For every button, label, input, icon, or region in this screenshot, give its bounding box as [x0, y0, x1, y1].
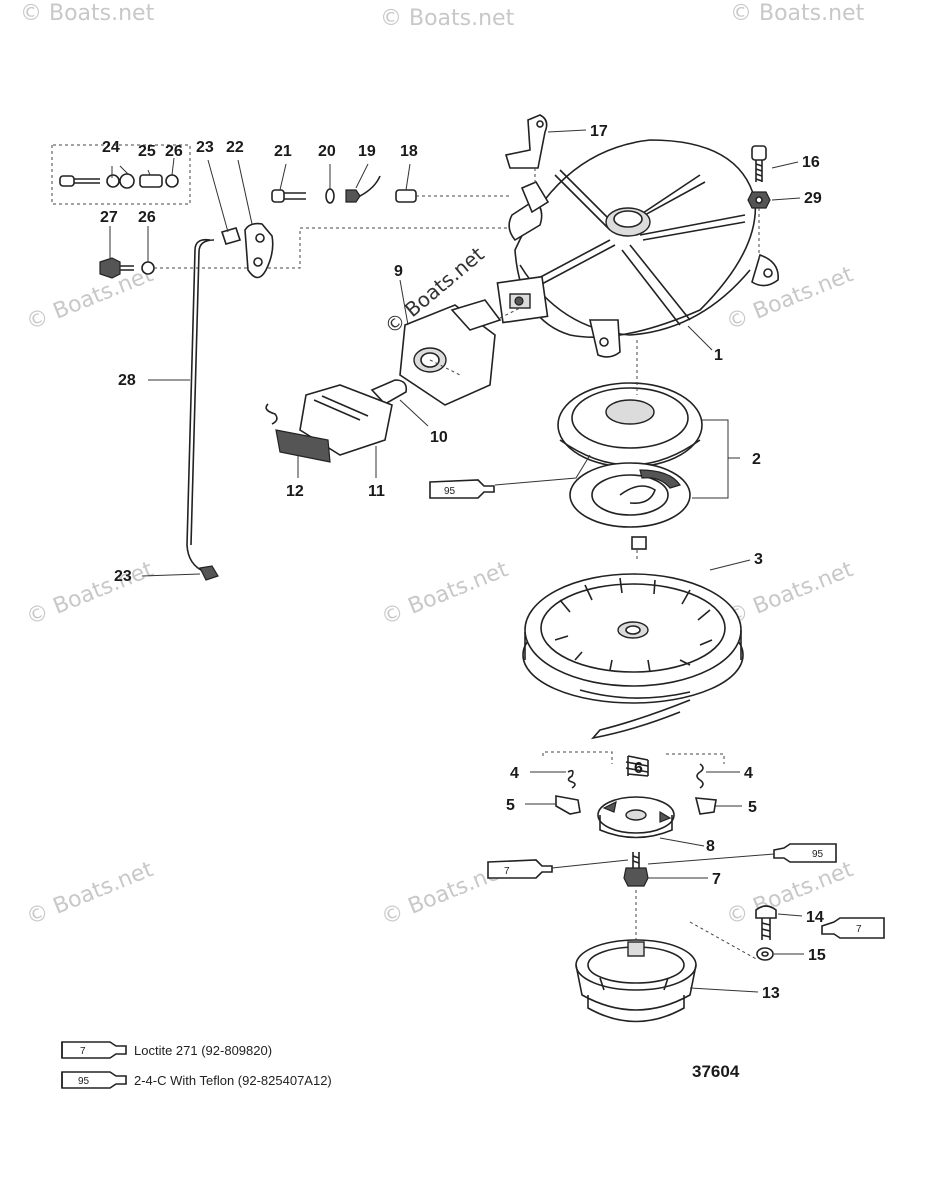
- tube-95-right-label: 95: [812, 849, 824, 860]
- part-12-lanyard-clip: [265, 403, 331, 463]
- diagram-number: 37604: [692, 1062, 740, 1081]
- legend-tube-7-label: 7: [80, 1046, 86, 1057]
- legend-item-2-4-c: 95 2-4-C With Teflon (92-825407A12): [61, 1071, 332, 1089]
- part-3-pulley: [522, 550, 744, 740]
- callout-23-bottom: 23: [114, 568, 132, 585]
- part-17-lever: [504, 114, 550, 214]
- part-24-26-kit: [51, 144, 191, 205]
- legend-2-4-c-text: 2-4-C With Teflon (92-825407A12): [134, 1073, 332, 1088]
- callout-5-right: 5: [748, 799, 757, 816]
- part-9-switch: [399, 299, 521, 406]
- legend-item-loctite: 7 Loctite 271 (92-809820): [61, 1041, 272, 1059]
- part-27-screw: [99, 227, 508, 279]
- part-6-center-spring: [625, 755, 649, 777]
- callout-12: 12: [286, 483, 304, 500]
- tube-95-right: 95: [773, 843, 837, 863]
- callout-27: 27: [100, 209, 118, 226]
- callout-2: 2: [752, 451, 761, 468]
- callout-22: 22: [226, 139, 244, 156]
- watermarks: © Boats.net © Boats.net © Boats.net © Bo…: [20, 1, 865, 931]
- part-23-clip: [220, 227, 242, 245]
- callout-1: 1: [714, 347, 723, 364]
- callout-21: 21: [274, 143, 292, 160]
- callout-17: 17: [590, 123, 608, 140]
- part-2-rewind-spring: [557, 340, 703, 550]
- callout-15: 15: [808, 947, 826, 964]
- part-4-spring-left: [567, 769, 576, 789]
- part-5-pawl-right: [694, 797, 717, 815]
- callout-26-top: 26: [165, 143, 183, 160]
- watermark: © Boats.net: [723, 557, 857, 631]
- watermark: © Boats.net: [378, 557, 512, 631]
- watermark: © Boats.net: [730, 1, 865, 26]
- tube-95-left-label: 95: [444, 486, 456, 497]
- leader-lines: [109, 129, 804, 993]
- part-16-bolt: [751, 145, 767, 182]
- callout-29: 29: [804, 190, 822, 207]
- watermark: © Boats.net: [723, 262, 857, 336]
- part-5-pawl-left: [555, 795, 581, 815]
- callout-11: 11: [368, 483, 385, 500]
- part-1-starter-housing: [496, 139, 779, 358]
- callout-19: 19: [358, 143, 376, 160]
- callout-24: 24: [102, 139, 120, 156]
- part-21-screw: [271, 189, 306, 203]
- callout-5-left: 5: [506, 797, 515, 814]
- part-18-sleeve: [395, 189, 510, 203]
- part-11-boot: [299, 384, 393, 456]
- tube-7-left: 7: [487, 859, 553, 879]
- callout-4-right: 4: [744, 765, 753, 782]
- legend-loctite-text: Loctite 271 (92-809820): [134, 1043, 272, 1058]
- part-22-cam-plate: [244, 222, 274, 279]
- callout-9: 9: [394, 263, 403, 280]
- part-19-terminal: [345, 175, 381, 203]
- watermark: © Boats.net: [20, 1, 155, 26]
- callout-8: 8: [706, 838, 715, 855]
- callout-7: 7: [712, 871, 721, 888]
- watermark: © Boats.net: [23, 857, 157, 931]
- watermark: © Boats.net: [23, 262, 157, 336]
- callout-26: 26: [138, 209, 156, 226]
- callout-16: 16: [802, 154, 820, 171]
- tube-7-right-label: 7: [856, 924, 862, 935]
- callout-28: 28: [118, 372, 136, 389]
- watermark: © Boats.net: [23, 557, 157, 631]
- callout-13: 13: [762, 985, 780, 1002]
- part-4-spring-right: [696, 763, 704, 789]
- watermark: © Boats.net: [380, 6, 515, 31]
- part-15-washer: [689, 921, 774, 961]
- part-7-bolt: [623, 852, 649, 960]
- callout-6: 6: [634, 760, 643, 777]
- tube-7-left-label: 7: [504, 866, 510, 877]
- part-29-nut: [747, 191, 771, 258]
- part-20-washer: [325, 188, 335, 204]
- callout-3: 3: [754, 551, 763, 568]
- callout-10: 10: [430, 429, 448, 446]
- callout-23-top: 23: [196, 139, 214, 156]
- callout-18: 18: [400, 143, 418, 160]
- tube-7-right: 7: [821, 917, 885, 939]
- part-10-plug: [370, 379, 408, 406]
- part-28-link-rod: [186, 238, 219, 581]
- tube-95-left: 95: [429, 479, 495, 499]
- part-13-starter-cup: [575, 939, 697, 1023]
- legend: 7 Loctite 271 (92-809820) 95 2-4-C With …: [61, 1041, 332, 1089]
- callout-25: 25: [138, 143, 156, 160]
- part-14-screw: [755, 905, 777, 940]
- callout-20: 20: [318, 143, 336, 160]
- callouts: 17 16 29 1 2 3 4 4 5 5 6 8 7 14 15 13 24…: [100, 123, 826, 1002]
- part-8-pawl-retainer: [542, 751, 725, 839]
- legend-tube-95-label: 95: [78, 1076, 90, 1087]
- callout-14: 14: [806, 909, 824, 926]
- callout-4-left: 4: [510, 765, 519, 782]
